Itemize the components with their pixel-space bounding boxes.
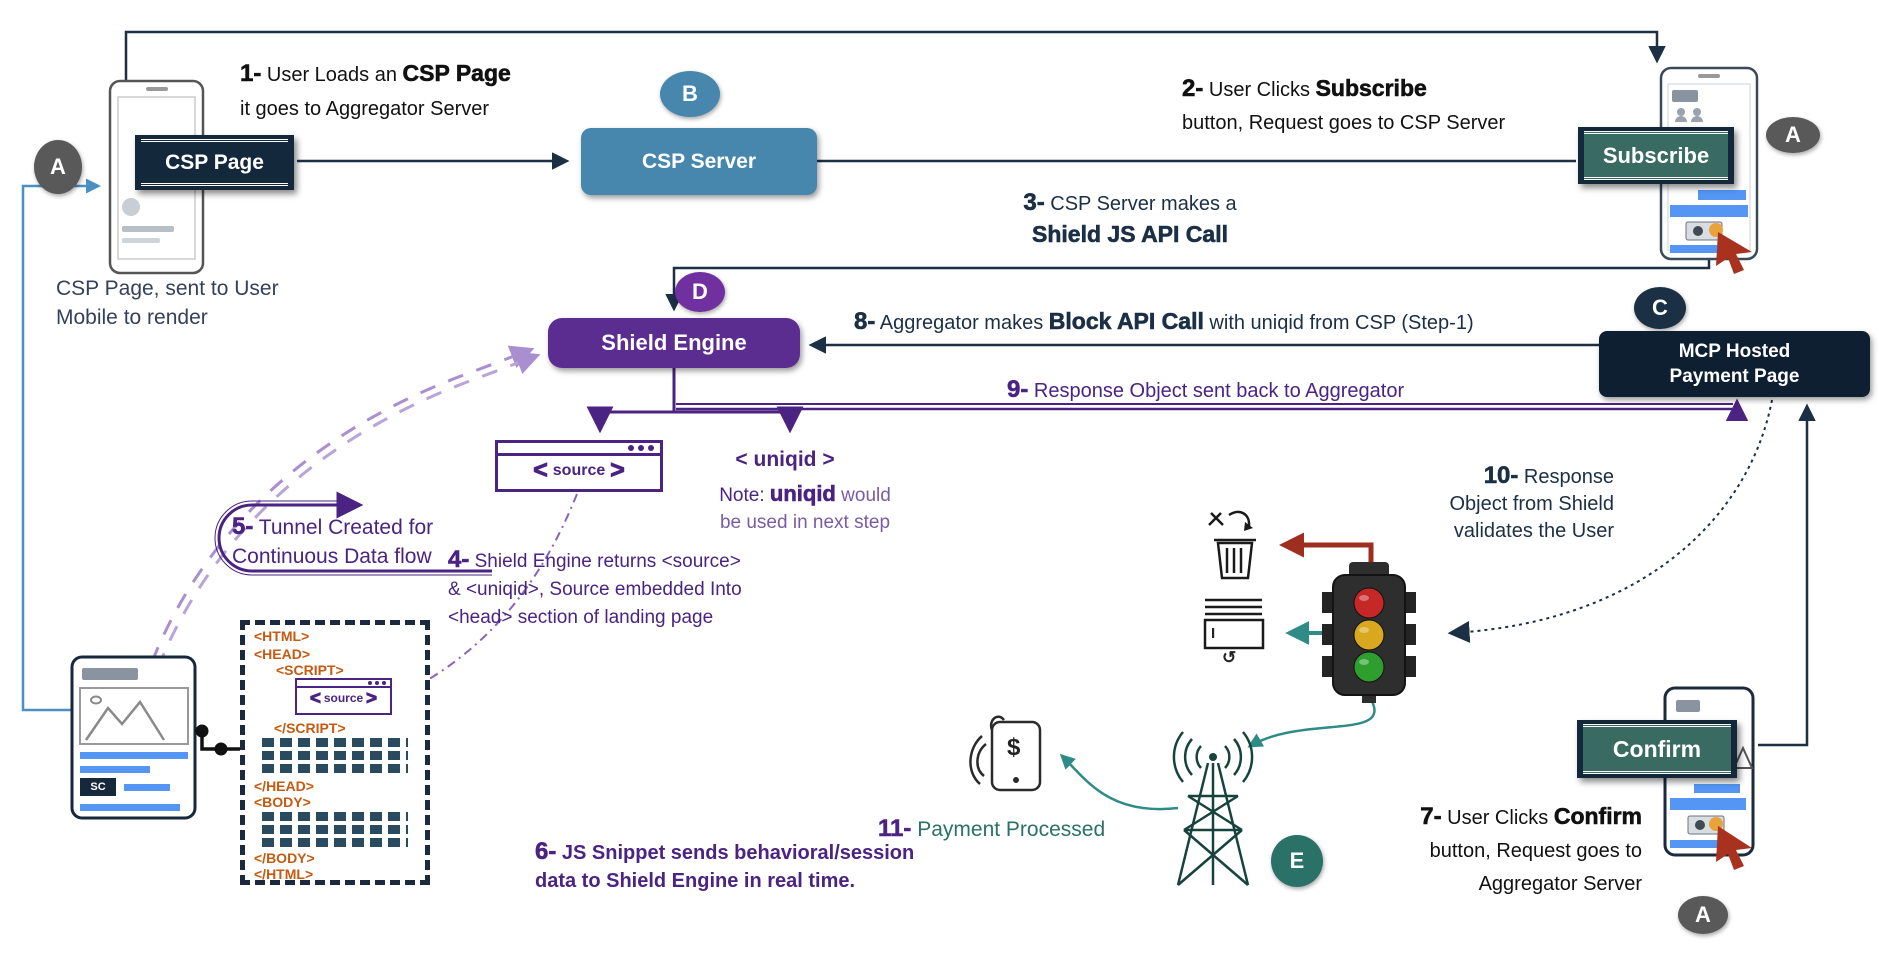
step5-text: 5- Tunnel Created for Continuous Data fl…	[232, 513, 434, 568]
flow7-arrow	[1758, 403, 1816, 747]
body-close-tag: </BODY>	[254, 850, 315, 866]
tunnel-loop-arrow-echo	[214, 500, 492, 576]
cursor-icon	[1716, 826, 1752, 870]
source-tag: <source>	[533, 457, 625, 484]
confirm-button[interactable]: Confirm	[1577, 720, 1737, 778]
tunnel-curve-inner	[156, 351, 541, 669]
payment-curve-arrow	[1059, 753, 1179, 811]
step4-text: 4- Shield Engine returns <source> & <uni…	[448, 546, 742, 628]
html-close-tag: </HTML>	[254, 866, 314, 882]
render-page-arrow	[21, 178, 101, 712]
cursor-icon	[1716, 232, 1752, 274]
head-close-tag: </HEAD>	[254, 778, 314, 794]
step9-text: 9- Response Object sent back to Aggregat…	[1007, 376, 1405, 404]
approve-curve-arrow	[1247, 695, 1376, 748]
badge-e-tower: E	[1271, 835, 1323, 887]
badge-a-subscriber: A	[1766, 117, 1820, 153]
uniqid-branch-arrow	[674, 406, 804, 434]
tunnel-curve-outer	[150, 345, 535, 663]
radio-tower-icon	[1172, 731, 1254, 886]
uniqid-note-text: Note: uniqid would be used in next step	[719, 481, 891, 533]
subscription-card-icon	[1203, 598, 1265, 650]
step7-text: 7- User Clicks Confirm button, Request g…	[1420, 803, 1642, 895]
render-note-text: CSP Page, sent to User Mobile to render	[56, 277, 279, 329]
trash-icon	[1208, 510, 1256, 580]
subscribe-button[interactable]: Subscribe	[1578, 127, 1734, 184]
confirm-phone	[1663, 686, 1755, 870]
uniqid-tag-text: < uniqid >	[735, 448, 835, 471]
window-dots-icon	[368, 681, 372, 685]
step1-text: 1- User Loads an CSP Page it goes to Agg…	[240, 60, 511, 120]
badge-b-csp-server: B	[660, 71, 720, 117]
code-lines-placeholder	[262, 812, 408, 847]
head-open-tag: <HEAD>	[254, 646, 311, 662]
warning-triangle-icon	[1732, 745, 1754, 769]
dollar-icon: $	[1007, 734, 1021, 761]
code-lines-placeholder	[262, 738, 408, 773]
sc-chip: SC	[80, 778, 116, 796]
payment-phone-icon	[969, 715, 1042, 792]
step2-text: 2- User Clicks Subscribe button, Request…	[1182, 75, 1506, 134]
html-open-tag: <HTML>	[254, 628, 310, 644]
step10-text: 10- Response Object from Shield validate…	[1449, 462, 1614, 542]
embedded-source-tag: <source>	[309, 687, 378, 708]
window-titlebar	[498, 443, 660, 456]
tunnel-loop-arrow	[217, 491, 492, 573]
window-dots-icon	[628, 445, 634, 451]
embedded-source-window: <source>	[295, 678, 392, 715]
step3-text: 3- CSP Server makes a Shield JS API Call	[1023, 189, 1237, 248]
badge-a-user: A	[34, 140, 82, 194]
shield-engine-node: Shield Engine	[548, 318, 800, 368]
badge-d-shield: D	[675, 272, 725, 312]
renew-icon: ↺	[1222, 648, 1237, 667]
traffic-light-icon	[1322, 562, 1416, 703]
badge-c-mcp: C	[1634, 287, 1686, 329]
flow3-arrow	[665, 259, 1711, 312]
csp-page-label: CSP Page	[135, 135, 294, 190]
landing-page-phone	[70, 655, 197, 820]
card-i-icon: I	[1211, 625, 1216, 642]
body-open-tag: <BODY>	[254, 794, 311, 810]
phone-code-connector	[195, 724, 240, 756]
flow9-arrow	[676, 398, 1749, 421]
script-open-tag: <SCRIPT>	[276, 662, 344, 678]
source-branch-arrow	[586, 406, 674, 434]
script-close-tag: </SCRIPT>	[274, 720, 346, 736]
source-window: <source>	[495, 440, 663, 492]
flow1-arrow	[124, 30, 1666, 81]
step8-text: 8- Aggregator makes Block API Call with …	[854, 308, 1474, 336]
badge-a-confirm: A	[1678, 896, 1728, 934]
csp-server-node: CSP Server	[581, 128, 817, 195]
flow10-curve-arrow	[1447, 399, 1773, 643]
step6-text: 6- JS Snippet sends behavioral/session d…	[535, 838, 915, 892]
step11-text: 11- Payment Processed	[878, 815, 1106, 843]
